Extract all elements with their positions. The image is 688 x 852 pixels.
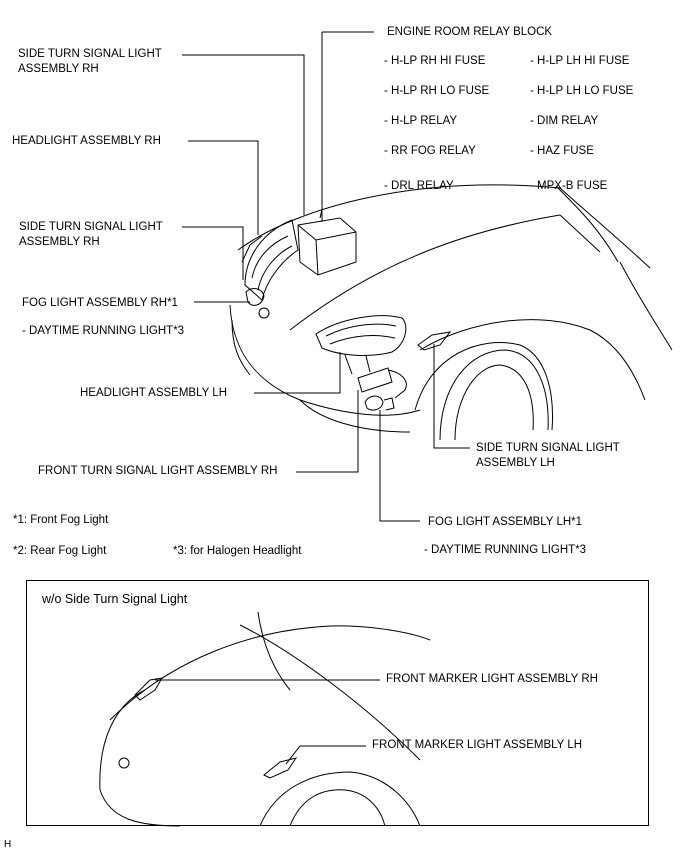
relay-block-body: [297, 217, 357, 276]
marker-lh-shape: [263, 757, 298, 779]
leader-fog-lh: [379, 410, 420, 522]
leader-side-turn-lh: [433, 344, 470, 449]
engine-room-relay-block-label: ENGINE ROOM RELAY BLOCK: [387, 26, 553, 38]
footnote-3: *3: for Halogen Headlight: [173, 545, 302, 557]
front-marker-lh-label: FRONT MARKER LIGHT ASSEMBLY LH: [372, 739, 583, 751]
fuse-item: - HAZ FUSE: [530, 145, 594, 157]
leader-front-turn-rh: [296, 390, 359, 473]
fuse-item: - H-LP LH HI FUSE: [530, 55, 630, 67]
inset-panel: [26, 580, 649, 826]
leader-side-turn-rh-mid: [182, 226, 244, 280]
fender-lh: [419, 319, 646, 401]
fuse-item: - DRL RELAY: [384, 180, 454, 192]
figure-code: H: [4, 839, 12, 850]
inset-bumper: [99, 789, 181, 827]
fuse-item: - RR FOG RELAY: [384, 145, 476, 157]
body-side: [619, 261, 673, 351]
inset-tow-cover: [118, 757, 130, 769]
fuse-item: - H-LP RH LO FUSE: [384, 85, 490, 97]
bumper-left: [231, 319, 251, 376]
front-turn-signal-rh-label: FRONT TURN SIGNAL LIGHT ASSEMBLY RH: [38, 465, 278, 477]
side-turn-lh-shape: [417, 331, 452, 351]
headlight-rh-label: HEADLIGHT ASSEMBLY RH: [12, 135, 161, 147]
fuse-item: - H-LP RELAY: [384, 115, 458, 127]
hood-outline: [237, 184, 561, 251]
inset-front: [99, 689, 146, 791]
wheel-inner: [454, 364, 534, 441]
bumper-lower: [299, 399, 411, 433]
fuse-item: - H-LP LH LO FUSE: [530, 85, 634, 97]
front-turn-signal-shape: [357, 367, 393, 393]
footnote-2: *2: Rear Fog Light: [13, 545, 107, 557]
wheel-arch: [414, 342, 553, 431]
inset-hood: [109, 625, 431, 721]
tow-hook-cover: [258, 307, 270, 319]
fog-light-lh-label: FOG LIGHT ASSEMBLY LH*1: [428, 516, 583, 528]
a-pillar: [559, 187, 651, 269]
headlight-lh-label: HEADLIGHT ASSEMBLY LH: [80, 387, 228, 399]
fuse-item: - H-LP RH HI FUSE: [384, 55, 486, 67]
fog-light-rh-label: FOG LIGHT ASSEMBLY RH*1: [22, 297, 178, 309]
inset-fender: [259, 771, 421, 827]
side-turn-signal-rh-mid-label: SIDE TURN SIGNAL LIGHT ASSEMBLY RH: [19, 221, 163, 248]
footnote-1: *1: Front Fog Light: [13, 514, 109, 526]
headlight-lh-shape: [315, 315, 407, 356]
fog-light-lh-shape: [364, 395, 384, 411]
leader-relay: [321, 31, 374, 222]
inset-hood-crease: [239, 624, 421, 761]
leader-headlight-lh: [254, 352, 341, 394]
side-turn-signal-lh-label: SIDE TURN SIGNAL LIGHT ASSEMBLY LH: [476, 442, 620, 469]
leader-marker-lh: [285, 745, 366, 765]
marker-rh-shape: [134, 677, 163, 701]
inset-wheel: [289, 789, 386, 827]
wheel-outer: [439, 349, 549, 441]
leader-side-turn-rh-top: [182, 54, 305, 215]
headlight-rh-shape: [244, 219, 299, 301]
drl-rh-label: - DAYTIME RUNNING LIGHT*3: [22, 325, 185, 337]
drl-lh-label: - DAYTIME RUNNING LIGHT*3: [424, 544, 587, 556]
front-marker-rh-label: FRONT MARKER LIGHT ASSEMBLY RH: [386, 673, 598, 685]
windshield: [555, 185, 619, 263]
inset-title: w/o Side Turn Signal Light: [42, 592, 188, 606]
fuse-item: - DIM RELAY: [530, 115, 599, 127]
side-turn-signal-rh-top-label: SIDE TURN SIGNAL LIGHT ASSEMBLY RH: [18, 48, 162, 75]
leader-headlight-rh: [188, 140, 259, 235]
fog-light-rh-shape: [245, 288, 265, 306]
inset-hood-line: [257, 611, 291, 691]
hood-edge: [289, 214, 561, 331]
fuse-item: - MPX-B FUSE: [530, 180, 608, 192]
